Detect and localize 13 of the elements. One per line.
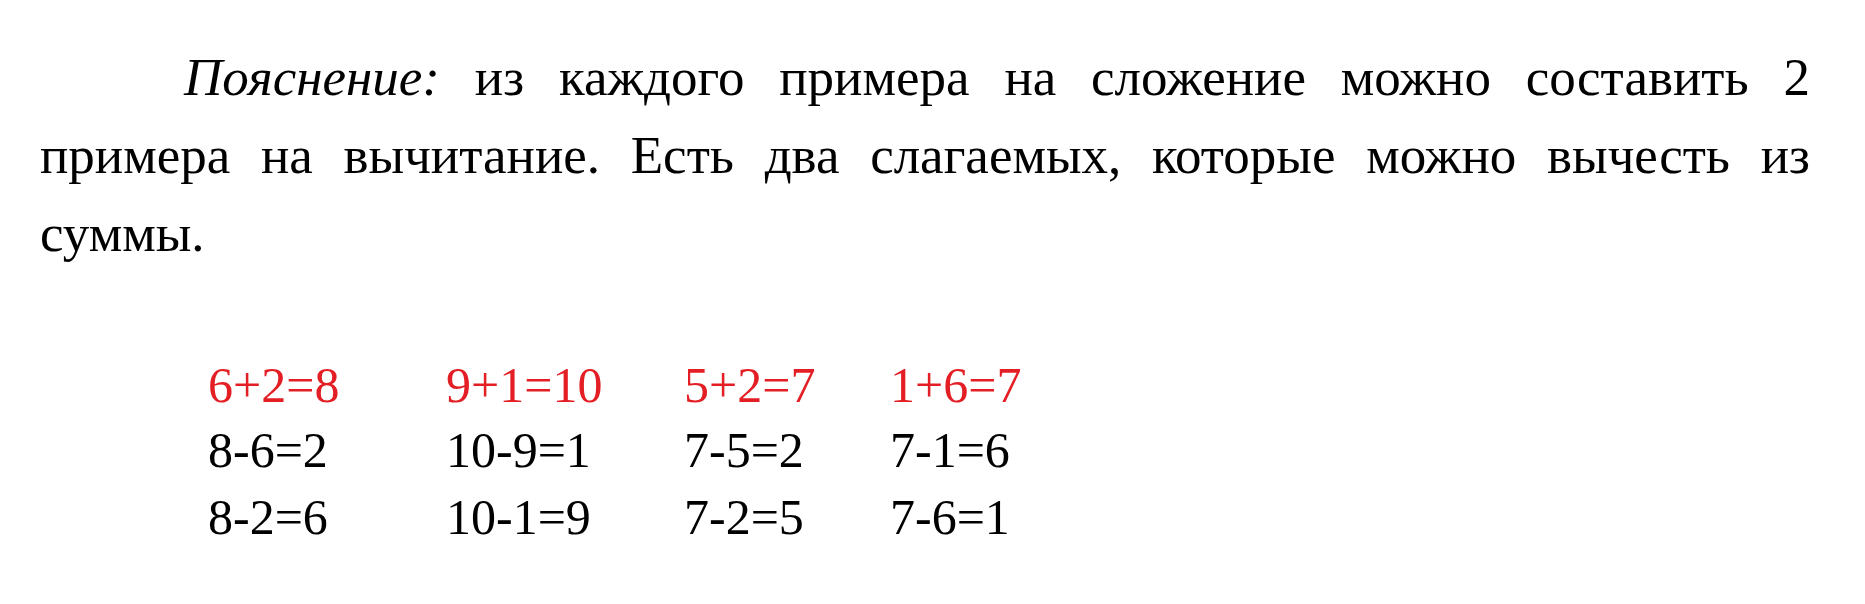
equation-text: 7-5=2 <box>684 421 804 480</box>
equation-text: 10-9=1 <box>446 421 591 480</box>
equation-text: 7-1=6 <box>890 421 1010 480</box>
explanation-paragraph: Пояснение: из каждого примера на сложение можно составить 2 примера на вычитание. Есть два слагаемых, которые можно вычесть из суммы. <box>40 47 1810 264</box>
equation-text: 8-2=6 <box>208 488 328 547</box>
equation-text: 8-6=2 <box>208 421 328 480</box>
equation-text: 7-6=1 <box>890 488 1010 547</box>
equation-text: 10-1=9 <box>446 488 591 547</box>
equation-text: 6+2=8 <box>208 356 340 415</box>
equation-text: 1+6=7 <box>890 356 1022 415</box>
equation-text: 7-2=5 <box>684 488 804 547</box>
equation-text: 9+1=10 <box>446 356 603 415</box>
equation-text: 5+2=7 <box>684 356 816 415</box>
